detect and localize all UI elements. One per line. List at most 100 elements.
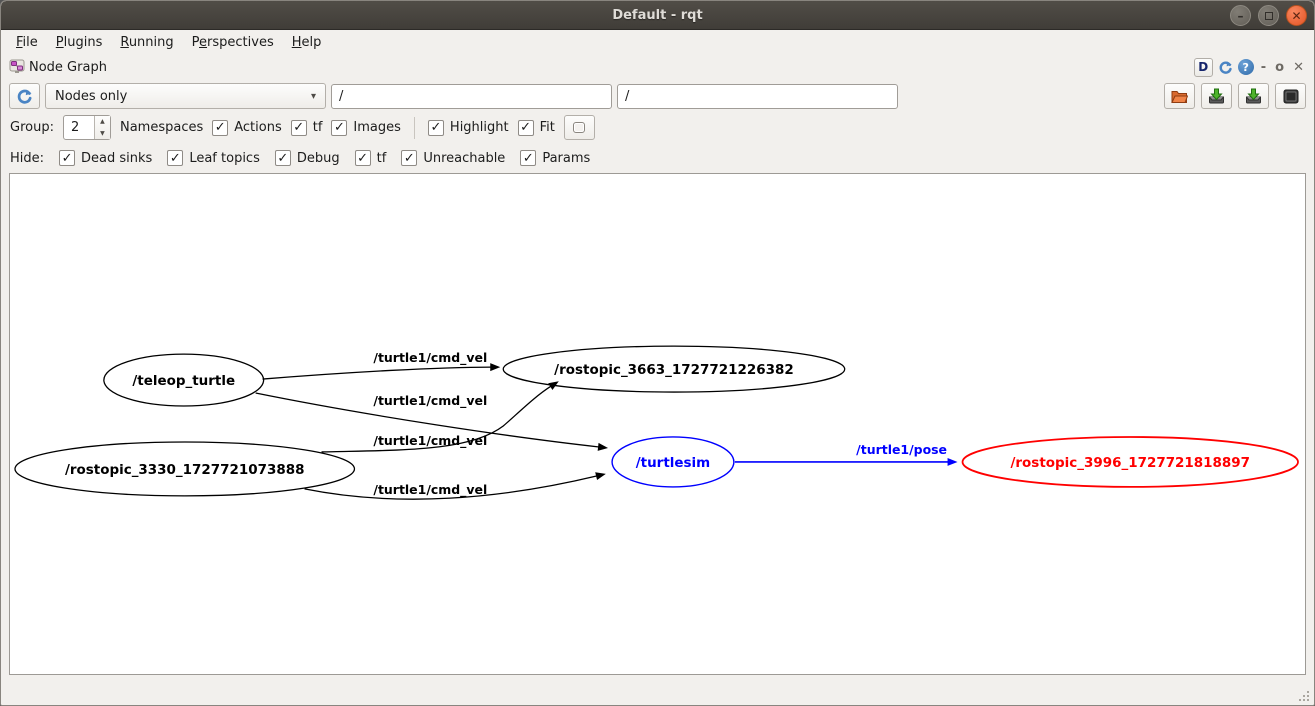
edge-teleop-to-rostopic3663 (262, 363, 501, 380)
node-graph: /turtle1/cmd_vel /turtle1/cmd_vel /turtl… (14, 345, 1299, 500)
separator (413, 116, 415, 139)
window-title: Default - rqt (612, 7, 703, 23)
edge-label: /turtle1/cmd_vel (373, 393, 487, 409)
node-ellipse-teleop-turtle (103, 353, 265, 407)
save-image-button[interactable] (1275, 83, 1306, 109)
refresh-icon (17, 89, 32, 104)
checkmark-icon: ✓ (520, 150, 537, 166)
group-value: 2 (70, 120, 80, 135)
save-dot-button[interactable] (1201, 83, 1232, 109)
menu-perspectives[interactable]: Perspectives (191, 34, 274, 50)
status-strip (1, 675, 1314, 705)
group-label: Group: (10, 120, 54, 135)
reload-plugin-icon[interactable] (1218, 60, 1233, 75)
fit-view-icon (573, 122, 586, 133)
spin-down-button[interactable]: ▼ (100, 129, 105, 137)
group-options-row: Group: 2 ▲ ▼ Namespaces ✓ Actions ✓ tf ✓… (1, 112, 1314, 143)
graph-type-value: Nodes only (55, 88, 128, 104)
dock-close-button[interactable]: ✕ (1293, 59, 1304, 75)
dock-detach-button[interactable]: D (1193, 57, 1213, 77)
menu-plugins[interactable]: Plugins (55, 34, 103, 50)
close-button[interactable]: ✕ (1286, 5, 1307, 26)
hide-tf-checkbox[interactable]: ✓ tf (354, 150, 386, 166)
title-bar[interactable]: Default - rqt – ✕ (1, 1, 1314, 30)
menu-running[interactable]: Running (120, 34, 174, 50)
graph-canvas[interactable]: /turtle1/cmd_vel /turtle1/cmd_vel /turtl… (9, 173, 1306, 675)
checkmark-icon: ✓ (212, 119, 229, 136)
node-ellipse-rostopic-3663 (502, 345, 846, 393)
spin-up-button[interactable]: ▲ (100, 118, 105, 126)
window-controls: – ✕ (1230, 5, 1307, 26)
edge-label: /turtle1/pose (856, 442, 947, 457)
minimize-button[interactable]: – (1230, 5, 1251, 26)
unreachable-checkbox[interactable]: ✓ Unreachable (401, 150, 505, 166)
maximize-icon (1264, 11, 1273, 20)
save-svg-button[interactable] (1238, 83, 1269, 109)
plugin-title-bar: Node Graph D ? - o ✕ (1, 54, 1314, 80)
node-label: /teleop_turtle (132, 373, 235, 389)
debug-checkbox[interactable]: ✓ Debug (274, 150, 340, 166)
chevron-down-icon: ▾ (310, 90, 316, 102)
dock-float-button[interactable]: o (1275, 59, 1285, 75)
actions-checkbox[interactable]: ✓ Actions (212, 119, 282, 136)
node-label: /turtlesim (636, 455, 710, 471)
graph-toolbar: Nodes only ▾ (1, 80, 1314, 112)
menu-help[interactable]: Help (291, 34, 322, 50)
resize-grip[interactable] (1296, 688, 1309, 701)
maximize-button[interactable] (1258, 5, 1279, 26)
plugin-title: Node Graph (29, 59, 107, 75)
checkmark-icon: ✓ (59, 150, 76, 166)
refresh-graph-button[interactable] (9, 83, 40, 109)
hide-options-row: Hide: ✓ Dead sinks ✓ Leaf topics ✓ Debug… (1, 143, 1314, 173)
tf-checkbox[interactable]: ✓ tf (290, 119, 322, 136)
edge-label: /turtle1/cmd_vel (373, 433, 487, 449)
menu-file[interactable]: File (16, 34, 38, 50)
node-label: /rostopic_3663_1727721226382 (554, 362, 794, 378)
checkmark-icon: ✓ (167, 150, 184, 166)
help-button[interactable]: ? (1237, 59, 1254, 75)
checkmark-icon: ✓ (354, 150, 371, 166)
edge-rostopic3330-to-turtlesim (304, 472, 606, 500)
group-spinbox[interactable]: 2 ▲ ▼ (62, 115, 111, 140)
node-label: /rostopic_3330_1727721073888 (65, 462, 305, 478)
fit-checkbox[interactable]: ✓ Fit (517, 119, 555, 136)
checkmark-icon: ✓ (401, 150, 418, 166)
images-checkbox[interactable]: ✓ Images (331, 119, 401, 136)
edge-teleop-to-turtlesim (255, 392, 609, 451)
edge-label: /turtle1/cmd_vel (373, 350, 487, 366)
node-filter-input[interactable] (331, 83, 612, 109)
group-spin-buttons: ▲ ▼ (93, 116, 110, 139)
plugin-bar-buttons: D ? - o ✕ (1193, 57, 1306, 77)
topic-filter-input[interactable] (617, 83, 898, 109)
load-dot-button[interactable] (1164, 83, 1195, 109)
checkmark-icon: ✓ (517, 119, 534, 136)
dead-sinks-checkbox[interactable]: ✓ Dead sinks (59, 150, 152, 166)
edge-rostopic3330-to-rostopic3663 (321, 381, 559, 453)
node-ellipse-rostopic-3996 (961, 436, 1299, 488)
params-checkbox[interactable]: ✓ Params (520, 150, 590, 166)
toolbar-save-buttons (1164, 83, 1306, 109)
leaf-topics-checkbox[interactable]: ✓ Leaf topics (167, 150, 260, 166)
minimize-icon: – (1237, 8, 1244, 23)
node-graph-icon (9, 59, 25, 73)
checkmark-icon: ✓ (427, 119, 444, 136)
graph-type-select[interactable]: Nodes only ▾ (45, 83, 326, 109)
node-ellipse-turtlesim (611, 436, 735, 488)
dock-reduce-button[interactable]: - (1260, 59, 1267, 75)
highlight-checkbox[interactable]: ✓ Highlight (427, 119, 509, 136)
fit-in-view-button[interactable] (563, 115, 595, 140)
namespaces-label[interactable]: Namespaces (119, 120, 204, 135)
node-ellipse-rostopic-3330 (14, 441, 356, 497)
save-drive-icon (1209, 88, 1224, 104)
checkmark-icon: ✓ (331, 119, 348, 136)
hide-label: Hide: (10, 150, 45, 166)
checkmark-icon: ✓ (290, 119, 307, 136)
menu-bar: File Plugins Running Perspectives Help (1, 30, 1314, 54)
node-label: /rostopic_3996_1727721818897 (1010, 455, 1250, 471)
checkmark-icon: ✓ (274, 150, 291, 166)
open-folder-icon (1171, 90, 1188, 103)
edge-label: /turtle1/cmd_vel (373, 482, 487, 498)
save-drive-icon (1246, 88, 1261, 104)
image-icon (1283, 89, 1298, 103)
